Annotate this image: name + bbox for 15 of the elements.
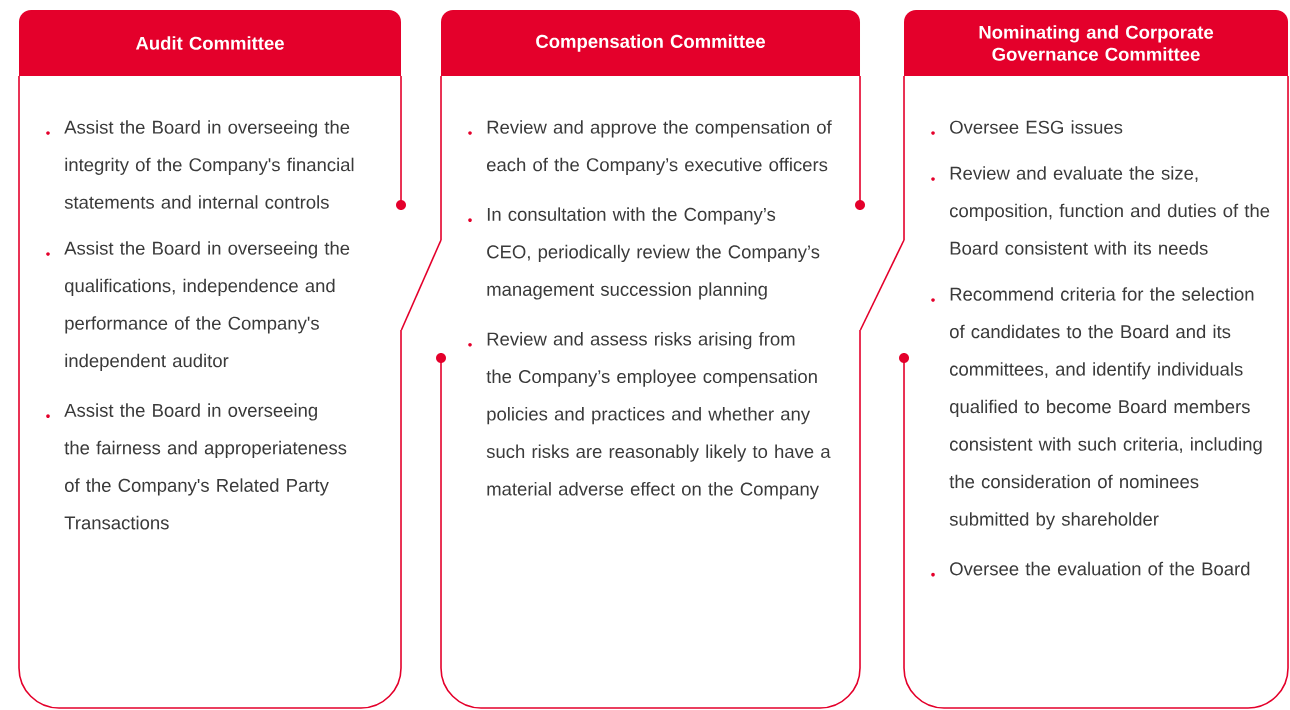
card-header: Compensation Committee — [441, 10, 860, 76]
connector-line — [859, 239, 905, 331]
card-header: Audit Committee — [19, 10, 401, 76]
bullet-item: Assist the Board in overseeing the fairness and approperiateness of the Company's Related Party Transactions — [46, 403, 347, 530]
bullet-item: In consultation with the Company’s CEO, periodically review the Company’s management succession planning — [468, 207, 820, 300]
bullet-item: Oversee ESG issues — [931, 120, 1123, 135]
bullet-item: Review and evaluate the size, composition, function and duties of the Board consistent with its needs — [931, 166, 1270, 255]
card-header: Nominating and Corporate Governance Committee — [904, 10, 1288, 76]
bullet-item: Oversee the evaluation of the Board — [931, 561, 1250, 577]
connector-line — [400, 239, 442, 331]
bullet-item: Assist the Board in overseeing the integrity of the Company's financial statements and internal controls — [46, 120, 354, 209]
bullet-item: Recommend criteria for the selection of candidates to the Board and its committees, and identify individuals qualified to become Board members consistent with such criteria, including the consideration of nominees submitted by shareholder — [931, 287, 1262, 530]
bullet-item: Assist the Board in overseeing the qualifications, independence and performance of the Company's independent auditor — [46, 241, 350, 371]
bullet-item: Review and approve the compensation of each of the Company’s executive officers — [468, 120, 832, 175]
bullet-item: Review and assess risks arising from the Company’s employee compensation policies and practices and whether any such risks are reasonably likely to have a material adverse effect on the Company — [468, 332, 831, 500]
